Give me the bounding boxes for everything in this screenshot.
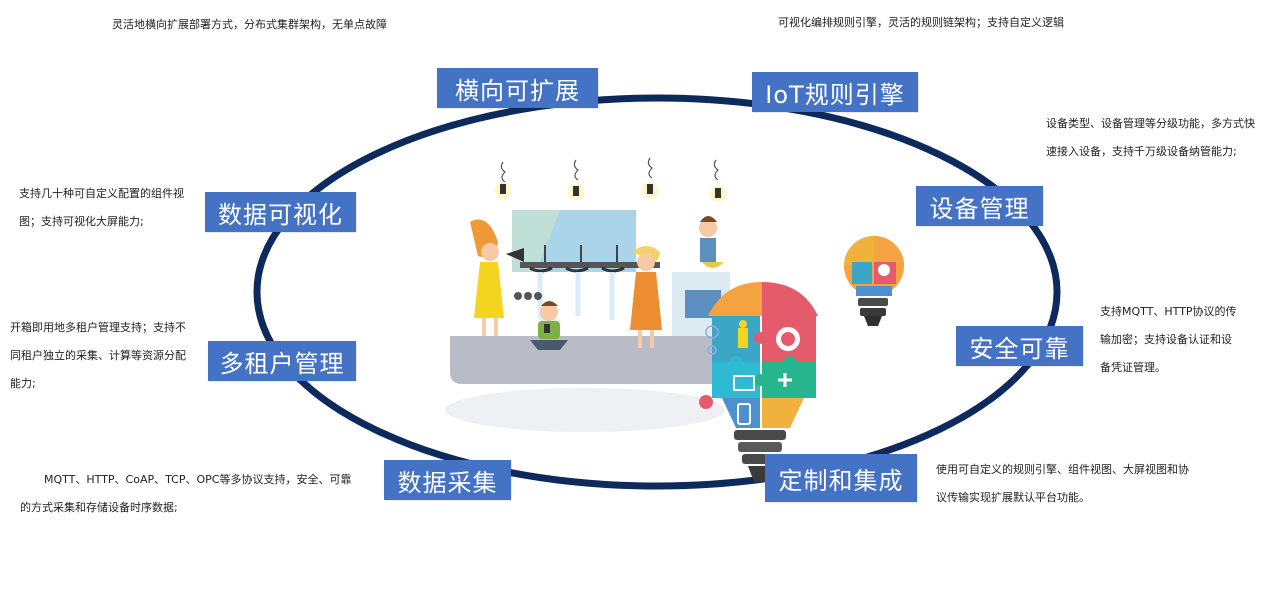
desc-iot-rules: 可视化编排规则引擎，灵活的规则链架构；支持自定义逻辑 <box>778 16 1064 29</box>
label-collect: 数据采集 <box>384 460 511 500</box>
label-iot-rules: IoT规则引擎 <box>752 72 918 112</box>
desc-device: 设备类型、设备管理等分级功能，多方式快速接入设备，支持千万级设备纳管能力; <box>1046 117 1255 158</box>
desc-tenant: 开箱即用地多租户管理支持；支持不同租户独立的采集、计算等资源分配能力; <box>10 321 186 390</box>
person-phone-icon <box>530 301 568 350</box>
ring-ellipse <box>253 94 1061 490</box>
desc-security: 支持MQTT、HTTP协议的传输加密；支持设备认证和设备凭证管理。 <box>1100 305 1237 374</box>
desc-collect: MQTT、HTTP、CoAP、TCP、OPC等多协议支持，安全、可靠的方式采集和… <box>20 473 352 514</box>
person-standing-icon <box>630 246 662 348</box>
puzzle-lightbulb-icon <box>699 282 818 482</box>
hanging-bulb-icon <box>710 159 726 202</box>
label-tenant: 多租户管理 <box>208 341 356 381</box>
label-visual: 数据可视化 <box>205 192 356 232</box>
hanging-bulb-icon <box>642 157 658 198</box>
label-custom: 定制和集成 <box>765 454 917 502</box>
person-dryer-icon <box>470 219 524 336</box>
hanging-bulb-icon <box>568 159 584 200</box>
person-hairdryer-icon <box>699 216 724 268</box>
sink-counter <box>520 262 660 268</box>
desc-scale: 灵活地横向扩展部署方式，分布式集群架构，无单点故障 <box>112 18 387 31</box>
label-security: 安全可靠 <box>956 326 1083 366</box>
hanging-bulb-icon <box>495 161 511 198</box>
desc-custom: 使用可自定义的规则引擎、组件视图、大屏视图和协议传输实现扩展默认平台功能。 <box>936 463 1189 504</box>
label-device: 设备管理 <box>916 186 1043 226</box>
floor-reflection <box>445 388 725 432</box>
label-scale: 横向可扩展 <box>437 68 598 108</box>
small-puzzle-bulb-icon <box>844 236 904 326</box>
desc-visual: 支持几十种可自定义配置的组件视图；支持可视化大屏能力; <box>19 187 184 228</box>
